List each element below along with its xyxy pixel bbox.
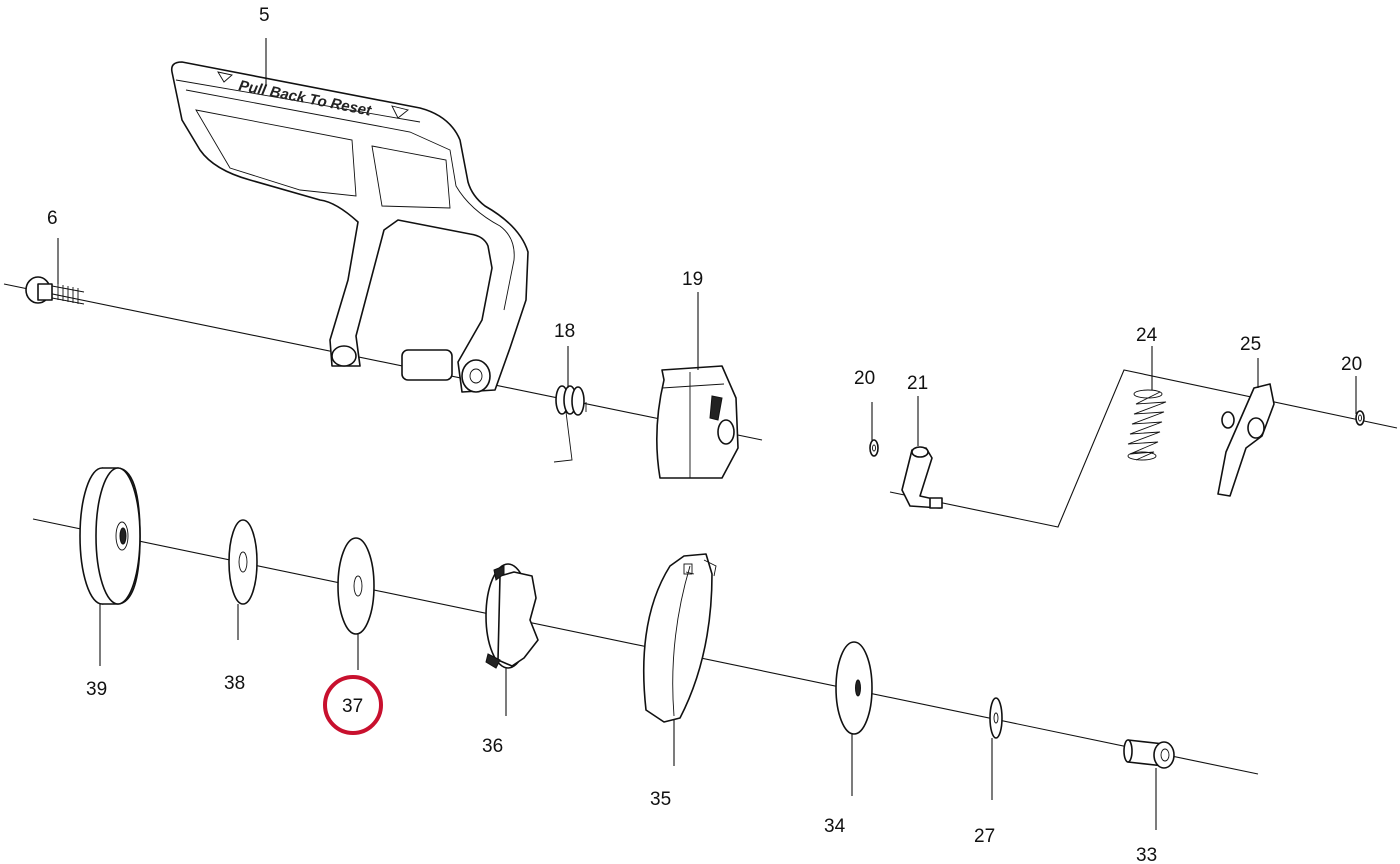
highlight-circle-37 [323,675,383,735]
part-19-housing[interactable] [656,365,739,479]
label-part-21: 21 [907,373,928,394]
upper-axis-line [3,283,763,441]
label-part-36: 36 [482,736,503,757]
part-27-washer[interactable] [989,697,1003,739]
label-part-39: 39 [86,679,107,700]
part-6-screw[interactable] [25,276,85,305]
label-part-34: 34 [824,816,846,837]
part-18-spring[interactable] [553,385,587,463]
label-part-5: 5 [259,5,270,26]
label-part-38: 38 [224,673,245,694]
label-part-35: 35 [650,789,671,810]
part-36-ratchet[interactable] [485,563,539,669]
part-21-lever[interactable] [901,446,943,509]
part-38-washer[interactable] [228,519,258,605]
part-35-band[interactable] [642,553,717,723]
label-part-33: 33 [1136,845,1157,864]
label-part-19: 19 [682,269,703,290]
part-39-drum[interactable] [79,467,141,605]
label-part-20-right: 20 [1341,354,1362,375]
label-part-18: 18 [554,321,575,342]
label-part-24: 24 [1136,325,1158,346]
part-33-bushing[interactable] [1123,739,1175,769]
label-part-37: 37 [342,696,363,717]
label-part-25: 25 [1240,334,1261,355]
label-part-6: 6 [47,208,58,229]
part-37-washer[interactable] [337,537,375,635]
part-34-disc[interactable] [835,641,873,735]
part-20-clip-right[interactable] [1355,410,1365,426]
part-20-clip-left[interactable] [869,439,879,457]
part-5-handle[interactable]: Pull Back To Reset [170,61,529,393]
part-25-pawl[interactable] [1217,383,1275,497]
label-part-27: 27 [974,826,995,847]
part-24-spring[interactable] [1127,389,1167,461]
label-part-20-left: 20 [854,368,875,389]
